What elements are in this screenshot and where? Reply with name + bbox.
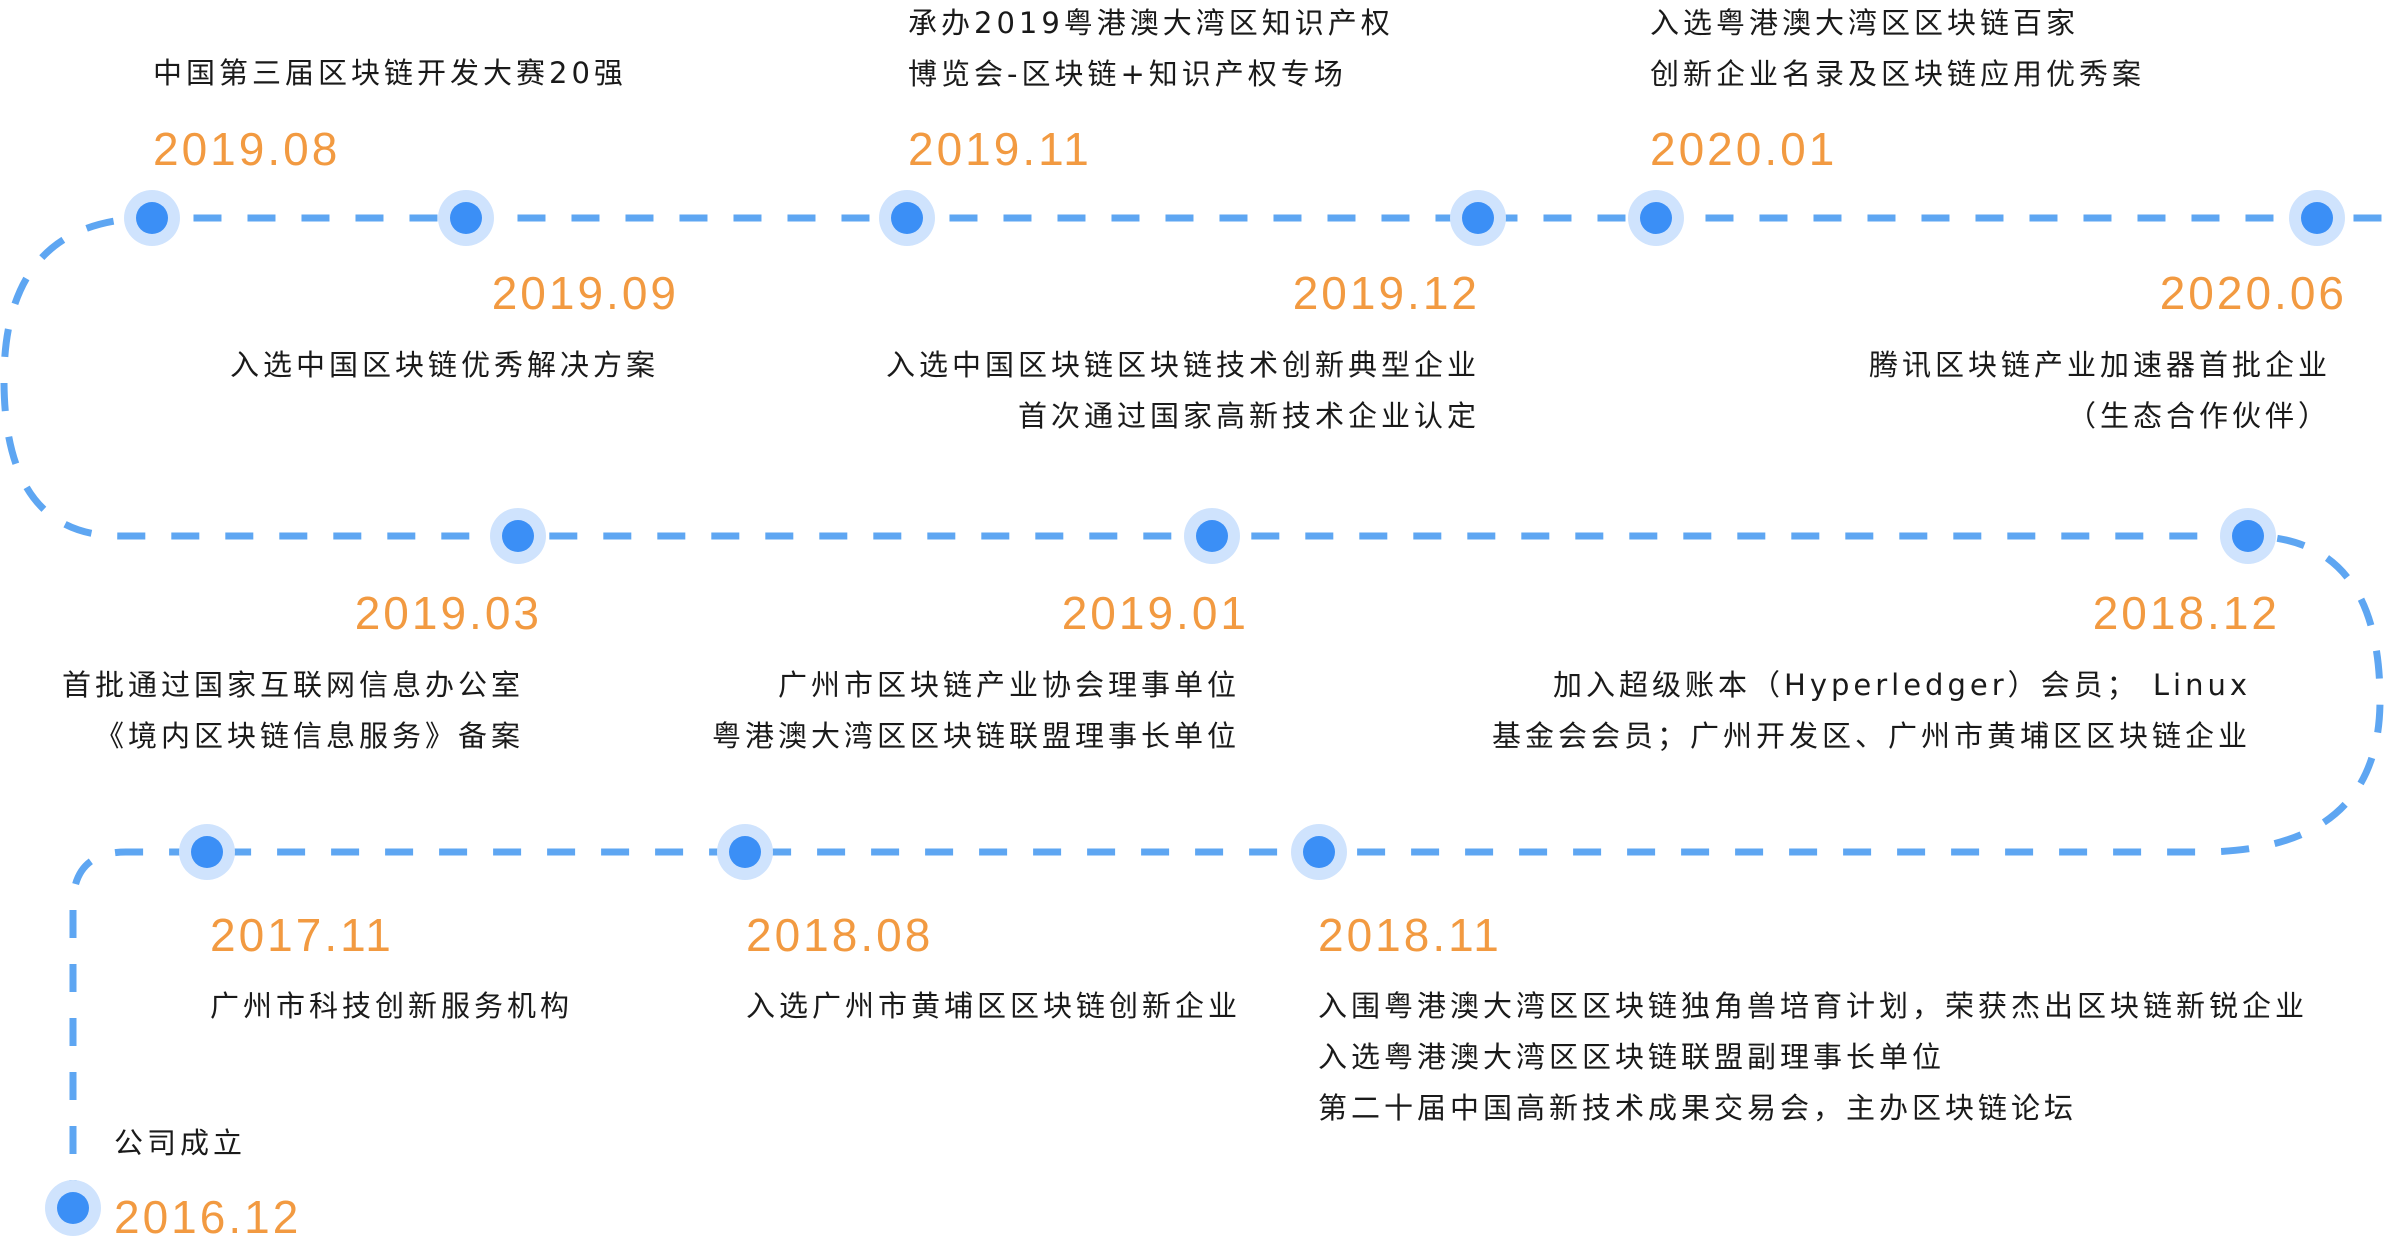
event-description-2016-12: 公司成立 — [114, 1118, 246, 1169]
event-line: 入选粤港澳大湾区区块链联盟副理事长单位 — [1318, 1040, 1946, 1074]
timeline-node-2019-01[interactable] — [1184, 508, 1240, 564]
event-date-2019-12: 2019.12 — [1292, 267, 1480, 319]
event-date-2018-12: 2018.12 — [2092, 587, 2280, 639]
event-line: 中国第三届区块链开发大赛20强 — [153, 56, 627, 90]
event-line: 入选中国区块链区块链技术创新典型企业 — [885, 348, 1480, 382]
event-line: 入选中国区块链优秀解决方案 — [229, 348, 659, 382]
event-date-2017-11: 2017.11 — [210, 909, 394, 961]
timeline-node-2019-03[interactable] — [490, 508, 546, 564]
event-description-2019-08: 中国第三届区块链开发大赛20强 — [153, 48, 627, 99]
event-line: 博览会-区块链+知识产权专场 — [908, 57, 1347, 91]
timeline-node-2019-08[interactable] — [124, 190, 180, 246]
timeline-node-2016-12[interactable] — [45, 1180, 101, 1236]
event-description-2019-12: 入选中国区块链区块链技术创新典型企业 首次通过国家高新技术企业认定 — [886, 340, 1480, 442]
event-date-2019-11: 2019.11 — [908, 123, 1092, 175]
event-date-2018-08: 2018.08 — [746, 909, 934, 961]
event-description-2019-01: 广州市区块链产业协会理事单位 粤港澳大湾区区块链联盟理事长单位 — [712, 660, 1240, 762]
event-line: 创新企业名录及区块链应用优秀案 — [1650, 57, 2146, 91]
event-date-2020-06: 2020.06 — [2159, 267, 2347, 319]
event-date-2019-08: 2019.08 — [153, 123, 341, 175]
event-description-2019-03: 首批通过国家互联网信息办公室 《境内区块链信息服务》备案 — [62, 660, 524, 762]
event-line: 入围粤港澳大湾区区块链独角兽培育计划，荣获杰出区块链新锐企业 — [1318, 989, 2309, 1023]
event-date-2019-03: 2019.03 — [354, 587, 542, 639]
event-description-2017-11: 广州市科技创新服务机构 — [210, 981, 573, 1032]
event-line: 承办2019粤港澳大湾区知识产权 — [908, 6, 1394, 40]
event-date-2020-01: 2020.01 — [1650, 123, 1838, 175]
timeline-node-2018-11[interactable] — [1291, 824, 1347, 880]
timeline-node-2020-06[interactable] — [2289, 190, 2345, 246]
event-description-2018-12: 加入超级账本（Hyperledger）会员； Linux 基金会会员；广州开发区… — [1492, 660, 2251, 762]
event-line: 《境内区块链信息服务》备案 — [94, 719, 524, 753]
event-date-2016-12: 2016.12 — [114, 1191, 302, 1243]
event-description-2019-11: 承办2019粤港澳大湾区知识产权 博览会-区块链+知识产权专场 — [908, 0, 1394, 100]
event-description-2018-08: 入选广州市黄埔区区块链创新企业 — [746, 981, 1241, 1032]
event-date-2019-09: 2019.09 — [491, 267, 679, 319]
event-line: 广州市科技创新服务机构 — [210, 989, 574, 1023]
event-description-2020-01: 入选粤港澳大湾区区块链百家 创新企业名录及区块链应用优秀案 — [1650, 0, 2145, 100]
event-line: 入选粤港澳大湾区区块链百家 — [1650, 6, 2080, 40]
timeline-node-2019-11[interactable] — [879, 190, 935, 246]
timeline-node-2017-11[interactable] — [179, 824, 235, 880]
event-description-2019-09: 入选中国区块链优秀解决方案 — [230, 340, 659, 391]
timeline-node-2018-08[interactable] — [717, 824, 773, 880]
timeline-node-2018-12[interactable] — [2220, 508, 2276, 564]
event-line: 首次通过国家高新技术企业认定 — [1017, 399, 1480, 433]
event-line: 第二十届中国高新技术成果交易会，主办区块链论坛 — [1318, 1091, 2078, 1125]
event-description-2020-06: 腾讯区块链产业加速器首批企业 （生态合作伙伴） — [1869, 340, 2331, 442]
event-line: 加入超级账本（Hyperledger）会员； Linux — [1553, 668, 2251, 702]
event-date-2019-01: 2019.01 — [1061, 587, 1249, 639]
event-line: 入选广州市黄埔区区块链创新企业 — [746, 989, 1242, 1023]
timeline-node-2020-01[interactable] — [1628, 190, 1684, 246]
event-line: 广州市区块链产业协会理事单位 — [777, 668, 1240, 702]
timeline-node-2019-12[interactable] — [1450, 190, 1506, 246]
event-line: 腾讯区块链产业加速器首批企业 — [1868, 348, 2331, 382]
event-date-2018-11: 2018.11 — [1318, 909, 1502, 961]
event-line: （生态合作伙伴） — [2066, 399, 2331, 433]
event-description-2018-11: 入围粤港澳大湾区区块链独角兽培育计划，荣获杰出区块链新锐企业 入选粤港澳大湾区区… — [1318, 981, 2308, 1134]
event-line: 基金会会员；广州开发区、广州市黄埔区区块链企业 — [1491, 719, 2251, 753]
event-line: 粤港澳大湾区区块链联盟理事长单位 — [711, 719, 1240, 753]
timeline-node-2019-09[interactable] — [438, 190, 494, 246]
event-line: 公司成立 — [114, 1126, 247, 1160]
event-line: 首批通过国家互联网信息办公室 — [61, 668, 524, 702]
